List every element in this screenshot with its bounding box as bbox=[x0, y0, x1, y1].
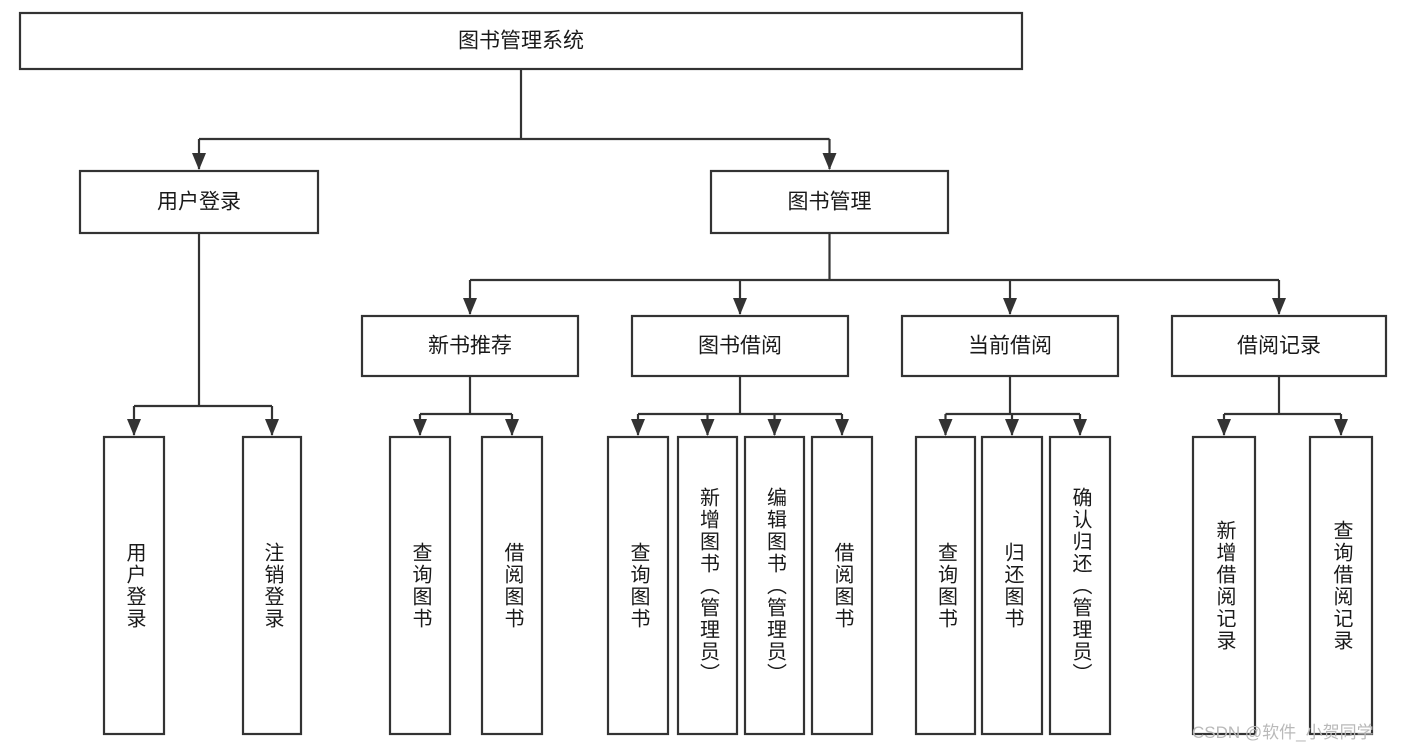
node-label-current-borrow: 当前借阅 bbox=[968, 335, 1052, 358]
node-label-book-borrow: 图书借阅 bbox=[698, 335, 782, 358]
node-box-book-manage bbox=[709, 169, 950, 235]
node-box-current-borrow bbox=[900, 314, 1120, 378]
node-box-leaf-logout bbox=[241, 435, 303, 736]
node-box-leaf-query-book-3 bbox=[914, 435, 977, 736]
node-box-leaf-borrow-book-1 bbox=[480, 435, 544, 736]
node-box-leaf-edit-book bbox=[743, 435, 806, 736]
node-label-user-login: 用户登录 bbox=[157, 191, 241, 214]
node-label-root: 图书管理系统 bbox=[458, 30, 584, 53]
node-box-leaf-query-book-2 bbox=[606, 435, 670, 736]
connector-lines bbox=[127, 69, 1348, 436]
node-box-user-login bbox=[78, 169, 320, 235]
node-box-leaf-add-record bbox=[1191, 435, 1257, 736]
node-box-leaf-borrow-book-2 bbox=[810, 435, 874, 736]
node-box-leaf-user-login bbox=[102, 435, 166, 736]
node-box-leaf-confirm-return bbox=[1048, 435, 1112, 736]
node-label-book-manage: 图书管理 bbox=[788, 191, 872, 214]
node-box-new-book-recommend bbox=[360, 314, 580, 378]
node-box-leaf-query-record bbox=[1308, 435, 1374, 736]
node-box-leaf-return-book bbox=[980, 435, 1044, 736]
watermark-text: CSDN @软件_小贺同学 bbox=[1192, 723, 1374, 742]
node-box-borrow-record bbox=[1170, 314, 1388, 378]
node-box-book-borrow bbox=[630, 314, 850, 378]
node-box-leaf-query-book-1 bbox=[388, 435, 452, 736]
node-box-leaf-add-book bbox=[676, 435, 739, 736]
node-box-root bbox=[18, 11, 1024, 71]
node-label-new-book-recommend: 新书推荐 bbox=[428, 335, 512, 358]
node-label-borrow-record: 借阅记录 bbox=[1237, 335, 1321, 358]
node-boxes bbox=[18, 11, 1388, 736]
